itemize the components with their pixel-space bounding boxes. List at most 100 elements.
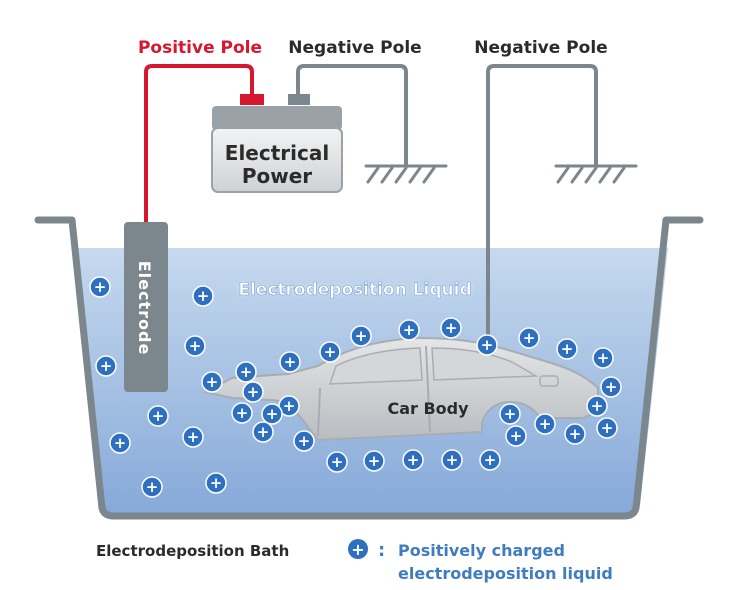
ion-plus-sign: + <box>446 451 459 469</box>
ion-circle <box>350 325 372 347</box>
positive-ion: + <box>201 371 223 393</box>
ion-plus-sign: + <box>597 349 610 367</box>
positive-pole-label: Positive Pole <box>138 38 262 58</box>
ion-circle <box>556 338 578 360</box>
ion-plus-sign: + <box>189 337 202 355</box>
ion-circle <box>505 425 527 447</box>
ion-circle <box>592 347 614 369</box>
ion-circle <box>600 376 622 398</box>
ion-plus-sign: + <box>510 427 523 445</box>
ion-plus-sign: + <box>484 451 497 469</box>
electrodeposition-liquid-label: Electrodeposition Liquid <box>238 280 471 300</box>
ion-plus-sign: + <box>407 451 420 469</box>
electrical-power-label-line2: Power <box>242 164 312 188</box>
battery-body <box>211 127 343 193</box>
positive-ion: + <box>518 327 540 349</box>
negative-terminal <box>288 94 310 105</box>
ion-circle <box>363 450 385 472</box>
ion-plus-sign: + <box>236 404 249 422</box>
ion-circle <box>596 417 618 439</box>
car-body-label: Car Body <box>387 399 469 418</box>
positive-ions: ++++++++++++++++++++++++++++++++++++++ <box>89 276 622 498</box>
ion-circle <box>89 276 111 298</box>
ion-plus-sign: + <box>504 405 517 423</box>
positive-ion: + <box>192 285 214 307</box>
positive-ion: + <box>440 317 462 339</box>
positive-ion: + <box>205 472 227 494</box>
legend: + : Positively charged electrodeposition… <box>348 539 613 583</box>
positive-ion: + <box>293 430 315 452</box>
electrode-label: Electrode <box>135 261 154 356</box>
electrical-power-label-line1: Electrical <box>225 141 329 165</box>
positive-ion: + <box>184 335 206 357</box>
ion-plus-sign: + <box>266 405 279 423</box>
ion-plus-sign: + <box>284 353 297 371</box>
ion-circle <box>235 361 257 383</box>
positive-ion: + <box>596 417 618 439</box>
positive-ion: + <box>556 338 578 360</box>
ion-plus-sign: + <box>445 319 458 337</box>
ion-circle <box>192 285 214 307</box>
ion-plus-sign: + <box>146 478 159 496</box>
ion-circle <box>398 319 420 341</box>
ion-plus-sign: + <box>206 373 219 391</box>
positive-ion: + <box>441 449 463 471</box>
legend-ion-icon <box>348 539 368 559</box>
positive-ion: + <box>252 421 274 443</box>
ion-circle <box>141 476 163 498</box>
ion-circle <box>534 413 556 435</box>
positive-ion: + <box>350 325 372 347</box>
ion-circle <box>479 449 501 471</box>
ion-plus-sign: + <box>591 397 604 415</box>
ion-circle <box>252 421 274 443</box>
ground-symbol-2 <box>554 164 638 184</box>
legend-colon: : <box>378 540 385 561</box>
electrodeposition-bath <box>34 216 704 520</box>
ion-circle <box>242 381 264 403</box>
ion-circle <box>231 402 253 424</box>
positive-ion: + <box>147 405 169 427</box>
positive-ion: + <box>600 376 622 398</box>
ion-plus-sign: + <box>324 343 337 361</box>
positive-ion: + <box>499 403 521 425</box>
ion-plus-sign: + <box>569 425 582 443</box>
ion-plus-sign: + <box>539 415 552 433</box>
ground-symbol-1 <box>364 164 448 184</box>
positive-ion: + <box>235 361 257 383</box>
legend-text-line2: electrodeposition liquid <box>398 564 613 583</box>
positive-ion: + <box>398 319 420 341</box>
positive-wire <box>144 64 254 224</box>
ion-circle <box>184 335 206 357</box>
positive-ion: + <box>242 381 264 403</box>
legend-text-line1: Positively charged <box>398 541 565 560</box>
ion-plus-sign: + <box>403 321 416 339</box>
ion-plus-sign: + <box>100 357 113 375</box>
car-body <box>203 336 599 442</box>
ion-circle <box>95 355 117 377</box>
ion-plus-sign: + <box>210 474 223 492</box>
ion-plus-sign: + <box>368 452 381 470</box>
positive-ion: + <box>89 276 111 298</box>
negative-wire-2 <box>486 64 598 342</box>
ion-plus-sign: + <box>114 434 127 452</box>
ion-plus-sign: + <box>298 432 311 450</box>
ion-circle <box>402 449 424 471</box>
ion-plus-sign: + <box>601 419 614 437</box>
positive-ion: + <box>402 449 424 471</box>
ion-circle <box>319 341 341 363</box>
positive-ion: + <box>231 402 253 424</box>
positive-terminal <box>240 94 264 105</box>
negative-pole-label-2: Negative Pole <box>474 38 607 58</box>
negative-pole-label-1: Negative Pole <box>288 38 421 58</box>
ion-plus-sign: + <box>152 407 165 425</box>
ion-circle <box>586 395 608 417</box>
positive-ion: + <box>95 355 117 377</box>
ion-plus-sign: + <box>331 453 344 471</box>
ion-circle <box>205 472 227 494</box>
ion-circle <box>147 405 169 427</box>
ion-plus-sign: + <box>481 336 494 354</box>
negative-wire-1 <box>296 64 408 166</box>
ion-circle <box>182 426 204 448</box>
